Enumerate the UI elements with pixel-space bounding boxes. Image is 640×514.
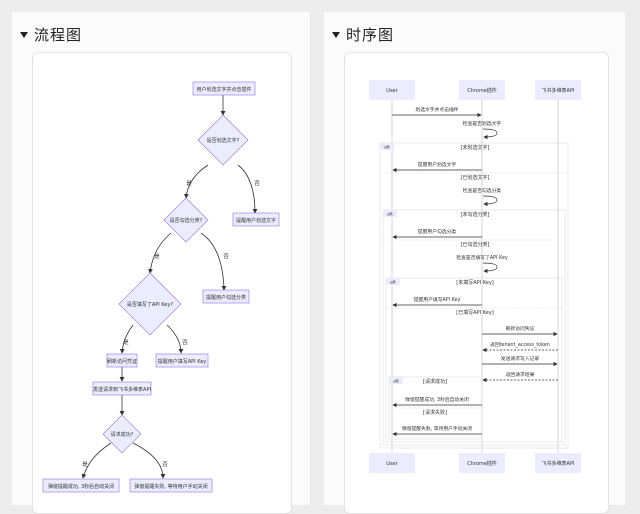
node-text: 提醒用户划选文字: [236, 217, 276, 224]
message-label: 检查是否填写了API Key: [456, 254, 508, 261]
node-text: 请求成功?: [111, 431, 134, 438]
edge-label-no: 否: [254, 180, 260, 187]
flowchart-title: 流程图: [34, 26, 83, 44]
self-arrow: [482, 262, 498, 274]
node-decision-success: [102, 414, 142, 454]
node-text: 是否填写了API Key?: [127, 301, 174, 308]
sequence-card: alt alt alt alt [未划选文字] [已划选文字] [未勾选分类] …: [344, 52, 609, 514]
alt-tag: [386, 278, 400, 285]
message-label: 提醒用户划选文字: [418, 161, 457, 168]
node-text: 弹窗提醒成功, 3秒后自动关闭: [48, 483, 114, 490]
condition: [未填写API Key]: [456, 279, 494, 286]
condition: [已填写API Key]: [456, 309, 494, 316]
edge: [237, 164, 258, 214]
alt-frame-text: [379, 142, 569, 449]
edge: [166, 324, 184, 354]
condition: [未勾选分类]: [461, 211, 490, 218]
message-label: 弹窗提醒成功, 3秒后自动关闭: [405, 396, 469, 403]
alt-tag: [380, 143, 394, 150]
actor-box-user: [369, 80, 415, 100]
node-success-msg: [42, 478, 120, 493]
node-fail-msg: [129, 478, 213, 493]
message-label: 刷新访问凭证: [506, 325, 535, 332]
node-decision-selected: [197, 114, 249, 166]
edge-label-no: 否: [162, 461, 168, 468]
node-text: 发送请求到飞书多维表API: [93, 386, 151, 393]
condition: [已勾选分类]: [461, 241, 490, 248]
edge-label-no: 否: [182, 339, 188, 346]
flowchart-panel: 流程图 是 否: [12, 12, 310, 514]
sequence-panel: 时序图: [324, 12, 625, 514]
actor-box-api: [535, 80, 581, 100]
node-text: 是否勾选分类?: [170, 217, 203, 224]
edge: [119, 324, 134, 354]
node-text: 刷新访问凭证: [107, 358, 137, 365]
actor-box-chrome: [459, 80, 505, 100]
node-text: 用户划选文字并点击插件: [196, 86, 251, 93]
flowchart-diagram: 是 否 是 否 是 否 是 否: [42, 81, 280, 493]
edge-label-no: 否: [223, 253, 229, 260]
caret-down-icon: [332, 31, 340, 38]
node-decision-apikey: [118, 272, 182, 336]
condition: [请求失败]: [423, 409, 447, 416]
actor-label: User: [386, 88, 398, 94]
alt-label: alt: [393, 379, 399, 385]
message-label: 弹窗提醒失败, 等待用户手动关闭: [402, 425, 472, 432]
node-warn-apikey: [155, 353, 209, 368]
actor-label: 飞书多维表API: [542, 460, 575, 467]
actor-box-chrome: [459, 453, 505, 473]
edge: [184, 164, 209, 199]
message-label: 发送请求写入记录: [501, 355, 540, 362]
condition: [已划选文字]: [461, 174, 490, 181]
alt-tag: [389, 377, 403, 384]
node-text: 提醒用户勾选分类: [206, 294, 246, 301]
actor-label: Chrome插件: [467, 87, 497, 94]
edge: [81, 442, 112, 479]
edge-label-yes: 是: [123, 339, 129, 346]
alt-frame-apikey: [385, 277, 563, 443]
caret-down-icon: [20, 31, 28, 38]
flowchart-card: 是 否 是 否 是 否 是 否: [32, 52, 292, 514]
node-text: 提醒用户填写API Key: [158, 358, 207, 365]
condition: [请求成功]: [423, 378, 447, 385]
node-warn-select-text: [232, 212, 280, 227]
node-warn-select-category: [202, 289, 250, 304]
alt-label: alt: [384, 145, 390, 151]
sequence-title: 时序图: [346, 26, 395, 44]
message-label: 返回请求结果: [506, 371, 535, 378]
actor-label: 飞书多维表API: [542, 87, 575, 94]
message-label: 检查是否勾选分类: [463, 187, 502, 194]
message-label: 划选文字并点击插件: [415, 106, 458, 113]
flowchart-section-toggle[interactable]: 流程图: [20, 24, 82, 45]
node-start: [192, 81, 256, 96]
edge-label-yes: 是: [154, 253, 160, 260]
self-arrow: [482, 128, 498, 140]
node-text: 是否划选文字?: [207, 137, 240, 144]
edge-label-yes: 是: [186, 180, 192, 187]
node-send-request: [92, 381, 152, 396]
actor-label: User: [386, 461, 398, 467]
actor-label: Chrome插件: [467, 460, 497, 467]
edge-label-yes: 是: [82, 461, 88, 468]
alt-label: alt: [390, 280, 396, 286]
alt-frame-category: [382, 209, 566, 446]
edge: [132, 442, 166, 479]
alt-tag: [383, 210, 397, 217]
self-arrow: [482, 195, 498, 207]
condition: [未划选文字]: [461, 144, 490, 151]
node-text: 弹窗提醒失败, 等待用户手动关闭: [134, 483, 207, 490]
sequence-diagram: alt alt alt alt [未划选文字] [已划选文字] [未勾选分类] …: [369, 80, 581, 473]
sequence-section-toggle[interactable]: 时序图: [332, 24, 394, 45]
message-label: 提醒用户填写API Key: [414, 296, 461, 303]
alt-label: alt: [387, 212, 393, 218]
node-refresh-token: [106, 353, 138, 368]
edge: [148, 232, 172, 274]
actor-box-api: [535, 453, 581, 473]
message-label: 返回tenant_access_token: [490, 341, 550, 348]
message-label: 检查是否划选文字: [463, 120, 502, 127]
edge: [200, 232, 227, 291]
message-label: 提醒用户勾选分类: [418, 228, 457, 235]
node-decision-category: [163, 197, 209, 243]
actor-box-user: [369, 453, 415, 473]
